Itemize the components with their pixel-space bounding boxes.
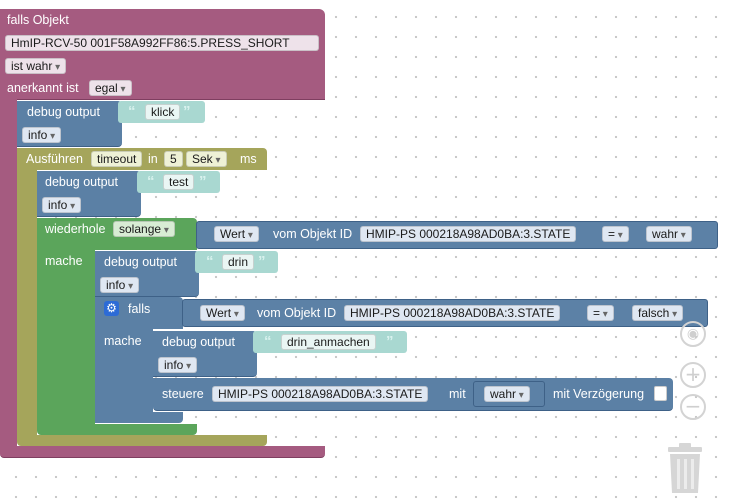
open-quote-icon: “	[264, 333, 272, 350]
if-do-label: mache	[104, 334, 142, 348]
debug-level-dropdown-2[interactable]: info	[42, 197, 82, 213]
trigger-block-footer	[0, 446, 325, 458]
trigger-ack-label: anerkannt ist	[7, 81, 79, 95]
debug-output-label-2: debug output	[45, 175, 118, 189]
control-delay-label: mit Verzögerung	[553, 387, 645, 401]
loop-object-id-field[interactable]: HMIP-PS 000218A98AD0BA:3.STATE	[360, 226, 577, 242]
trigger-block-spine	[0, 99, 17, 451]
if-from-label: vom Objekt ID	[257, 306, 337, 320]
control-object-field[interactable]: HMIP-PS 000218A98AD0BA:3.STATE	[212, 386, 429, 402]
trigger-header: falls Objekt	[7, 13, 69, 27]
loop-label: wiederhole	[45, 222, 106, 236]
if-label: falls	[128, 302, 151, 316]
zoom-reset-button[interactable]: ◉	[680, 321, 706, 347]
trigger-condition-dropdown[interactable]: ist wahr	[5, 58, 67, 74]
debug-output-label-4: debug output	[162, 335, 235, 349]
if-compare-dropdown[interactable]: falsch	[632, 305, 684, 321]
loop-block-footer	[37, 424, 197, 435]
if-operator-dropdown[interactable]: =	[587, 305, 614, 321]
debug-text-field-4[interactable]: drin_anmachen	[281, 334, 376, 350]
loop-do-label: mache	[45, 254, 83, 268]
timeout-ms-label: ms	[240, 152, 257, 166]
open-quote-icon: “	[128, 103, 136, 120]
trash-icon[interactable]	[666, 443, 704, 495]
loop-block-spine	[37, 249, 95, 429]
timeout-block-footer	[17, 435, 267, 446]
trash-icon-graphic	[668, 443, 702, 493]
close-quote-icon: ”	[258, 253, 266, 270]
control-with-label: mit	[449, 387, 466, 401]
close-quote-icon: ”	[199, 173, 207, 190]
timeout-in-label: in	[148, 152, 158, 166]
debug-text-field-3[interactable]: drin	[222, 254, 255, 270]
timeout-name-field[interactable]: timeout	[91, 151, 143, 167]
control-label: steuere	[162, 387, 204, 401]
control-delay-checkbox[interactable]	[654, 386, 667, 401]
open-quote-icon: “	[206, 253, 214, 270]
timeout-unit-dropdown[interactable]: Sek	[186, 151, 227, 167]
if-value-dropdown[interactable]: Wert	[200, 305, 245, 321]
timeout-block-spine	[17, 169, 37, 439]
loop-mode-dropdown[interactable]: solange	[113, 221, 175, 237]
debug-output-label-3: debug output	[104, 255, 177, 269]
timeout-label: Ausführen	[26, 152, 83, 166]
if-block-footer	[95, 412, 183, 423]
loop-compare-dropdown[interactable]: wahr	[646, 226, 692, 242]
debug-level-dropdown-4[interactable]: info	[158, 357, 198, 373]
timeout-value-field[interactable]: 5	[164, 151, 183, 167]
control-value-dropdown[interactable]: wahr	[484, 386, 530, 402]
debug-level-dropdown-1[interactable]: info	[22, 127, 62, 143]
if-block-spine	[95, 328, 153, 423]
zoom-out-button[interactable]: −	[680, 394, 706, 420]
close-quote-icon: ”	[386, 333, 394, 350]
gear-icon[interactable]: ⚙	[104, 301, 119, 316]
loop-from-label: vom Objekt ID	[273, 227, 353, 241]
debug-output-label-1: debug output	[27, 105, 100, 119]
trigger-ack-dropdown[interactable]: egal	[89, 80, 132, 96]
trigger-block[interactable]	[0, 9, 325, 100]
zoom-in-button[interactable]: +	[680, 362, 706, 388]
loop-operator-dropdown[interactable]: =	[602, 226, 629, 242]
close-quote-icon: ”	[183, 103, 191, 120]
loop-value-dropdown[interactable]: Wert	[214, 226, 259, 242]
debug-text-field-1[interactable]: klick	[145, 104, 181, 120]
trigger-object-id-field[interactable]: HmIP-RCV-50 001F58A992FF86:5.PRESS_SHORT	[5, 35, 319, 51]
if-object-id-field[interactable]: HMIP-PS 000218A98AD0BA:3.STATE	[344, 305, 561, 321]
debug-level-dropdown-3[interactable]: info	[100, 277, 140, 293]
open-quote-icon: “	[147, 173, 155, 190]
debug-text-field-2[interactable]: test	[163, 174, 195, 190]
